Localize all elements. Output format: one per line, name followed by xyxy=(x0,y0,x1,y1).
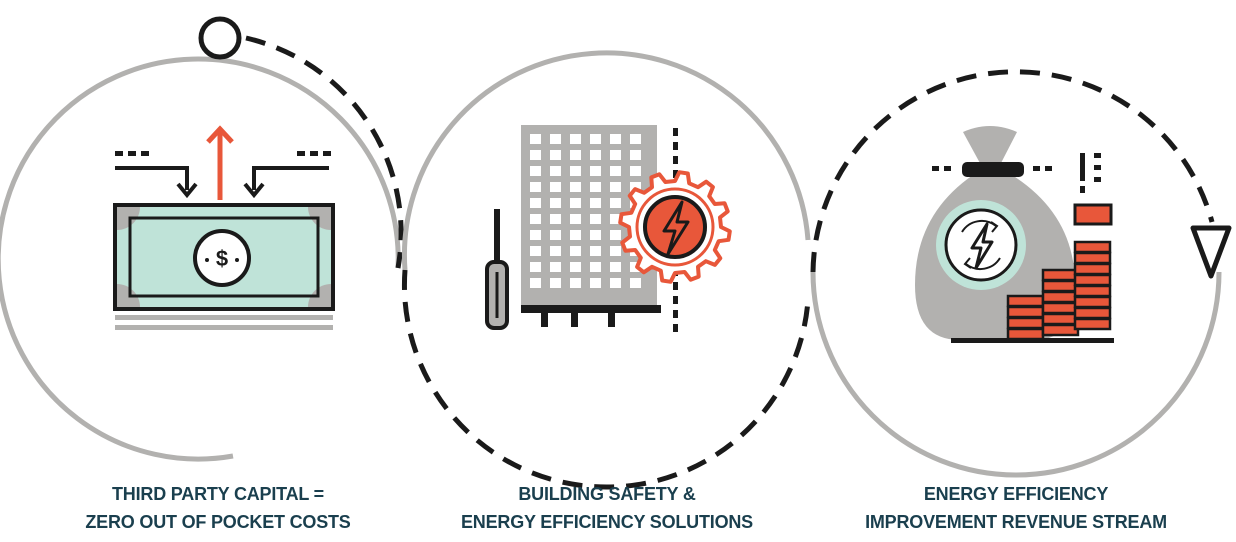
step-3-caption: ENERGY EFFICIENCY IMPROVEMENT REVENUE ST… xyxy=(846,480,1186,536)
window xyxy=(630,166,641,176)
step-1-line-1: THIRD PARTY CAPITAL = xyxy=(112,484,324,504)
money-bill-icon: $ xyxy=(113,125,335,330)
step-2-line-1: BUILDING SAFETY & xyxy=(518,484,696,504)
step-3-line-1: ENERGY EFFICIENCY xyxy=(923,484,1109,504)
coin xyxy=(1006,294,1045,308)
window xyxy=(610,150,621,160)
arrow-down-icon xyxy=(1190,225,1232,279)
exclamation-icon xyxy=(1080,153,1101,193)
window xyxy=(590,182,601,192)
window xyxy=(570,262,581,272)
window xyxy=(530,278,541,288)
window xyxy=(630,182,641,192)
window xyxy=(590,230,601,240)
window xyxy=(610,182,621,192)
building-gear-icon xyxy=(485,125,732,332)
coin xyxy=(1073,240,1112,254)
window xyxy=(590,150,601,160)
window xyxy=(530,214,541,224)
window xyxy=(550,230,561,240)
gear-icon xyxy=(618,170,732,284)
window xyxy=(530,262,541,272)
window xyxy=(610,134,621,144)
window xyxy=(630,134,641,144)
window xyxy=(590,278,601,288)
window xyxy=(550,246,561,256)
window xyxy=(550,134,561,144)
window xyxy=(590,214,601,224)
window xyxy=(610,230,621,240)
window xyxy=(610,262,621,272)
coin xyxy=(1073,273,1112,287)
window xyxy=(590,246,601,256)
window xyxy=(630,150,641,160)
window xyxy=(530,246,541,256)
circle-2 xyxy=(401,50,811,490)
coin xyxy=(1041,301,1080,315)
window xyxy=(550,182,561,192)
coin xyxy=(1006,327,1045,341)
coin xyxy=(1041,268,1080,282)
window xyxy=(590,262,601,272)
svg-text:$: $ xyxy=(216,246,228,271)
coin xyxy=(1073,295,1112,309)
window xyxy=(530,166,541,176)
window xyxy=(550,262,561,272)
coin xyxy=(1073,251,1112,265)
start-node-icon xyxy=(198,16,242,60)
lightning-icon xyxy=(970,222,994,270)
coin xyxy=(1073,317,1112,331)
coin xyxy=(1006,305,1045,319)
coin xyxy=(1041,323,1080,337)
window xyxy=(530,150,541,160)
window xyxy=(570,134,581,144)
window xyxy=(530,182,541,192)
arrow-up-icon xyxy=(206,125,234,200)
window xyxy=(530,134,541,144)
window xyxy=(610,166,621,176)
window xyxy=(570,166,581,176)
window xyxy=(570,278,581,288)
step-3-line-2: IMPROVEMENT REVENUE STREAM xyxy=(865,512,1167,532)
step-1-caption: THIRD PARTY CAPITAL = ZERO OUT OF POCKET… xyxy=(48,480,388,536)
coin xyxy=(1006,316,1045,330)
window xyxy=(590,134,601,144)
window xyxy=(610,198,621,208)
window xyxy=(530,230,541,240)
coin xyxy=(1073,306,1112,320)
step-1-line-2: ZERO OUT OF POCKET COSTS xyxy=(85,512,351,532)
dollar-coin-icon xyxy=(193,229,251,287)
window xyxy=(550,150,561,160)
step-2-caption: BUILDING SAFETY & ENERGY EFFICIENCY SOLU… xyxy=(437,480,777,536)
circle-3 xyxy=(810,69,1222,478)
window xyxy=(610,246,621,256)
coin xyxy=(1041,312,1080,326)
money-bag-icon xyxy=(915,126,1114,343)
coin xyxy=(1041,279,1080,293)
window xyxy=(550,166,561,176)
window xyxy=(530,198,541,208)
window xyxy=(590,166,601,176)
window xyxy=(550,214,561,224)
window xyxy=(630,278,641,288)
coin xyxy=(1073,262,1112,276)
circle-1 xyxy=(0,35,404,462)
window xyxy=(590,198,601,208)
window xyxy=(570,246,581,256)
window xyxy=(550,198,561,208)
window xyxy=(570,150,581,160)
window xyxy=(570,182,581,192)
window xyxy=(570,230,581,240)
window xyxy=(570,214,581,224)
coin xyxy=(1041,290,1080,304)
window xyxy=(550,278,561,288)
window xyxy=(610,214,621,224)
coin xyxy=(1073,284,1112,298)
screwdriver-icon xyxy=(485,209,509,330)
step-2-line-2: ENERGY EFFICIENCY SOLUTIONS xyxy=(461,512,753,532)
window xyxy=(570,198,581,208)
lightning-icon xyxy=(662,200,690,256)
window xyxy=(610,278,621,288)
